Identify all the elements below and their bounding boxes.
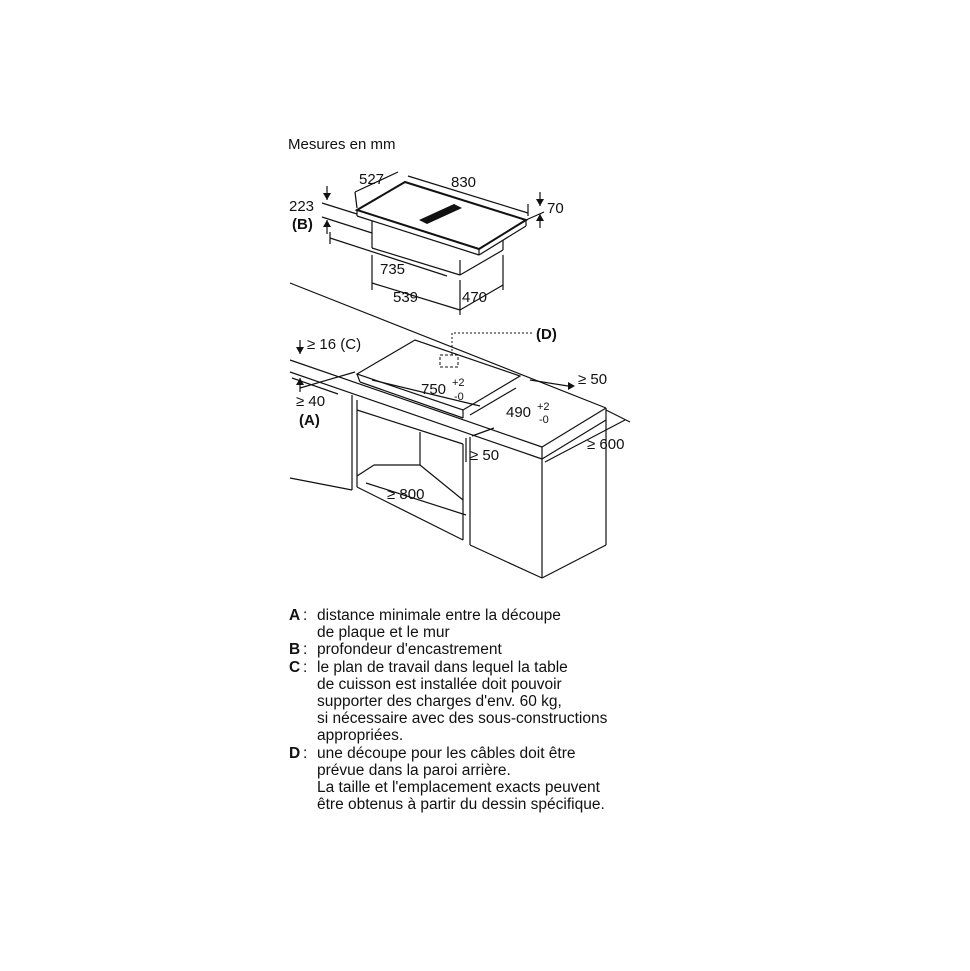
label-490-sup-plus: +2 bbox=[537, 401, 550, 413]
legend-item-b: B : profondeur d'encastrement bbox=[289, 641, 709, 658]
label-a40: ≥ 40 bbox=[296, 393, 325, 410]
legend-line: le plan de travail dans lequel la table bbox=[317, 658, 568, 676]
legend-line: distance minimale entre la découpe bbox=[317, 607, 561, 624]
legend-sep: : bbox=[303, 744, 308, 762]
label-b: (B) bbox=[292, 216, 313, 233]
legend-line: une découpe pour les câbles doit être bbox=[317, 744, 576, 762]
legend-sep: : bbox=[303, 641, 308, 659]
label-750-sup-plus: +2 bbox=[452, 377, 465, 389]
label-539: 539 bbox=[393, 289, 418, 306]
label-735: 735 bbox=[380, 261, 405, 278]
label-470: 470 bbox=[462, 289, 487, 306]
legend-line: supporter des charges d'env. 60 kg, bbox=[317, 693, 562, 711]
label-ge50-front: ≥ 50 bbox=[470, 447, 499, 464]
legend-text: profondeur d'encastrement bbox=[317, 641, 709, 658]
label-d: (D) bbox=[536, 326, 557, 343]
legend-item-a: A : distance minimale entre la découpe d… bbox=[289, 607, 709, 641]
legend: A : distance minimale entre la découpe d… bbox=[289, 607, 709, 813]
legend-line: être obtenus à partir du dessin spécifiq… bbox=[317, 796, 605, 814]
legend-text: distance minimale entre la découpe de pl… bbox=[317, 607, 709, 641]
label-830: 830 bbox=[451, 174, 476, 191]
label-a: (A) bbox=[299, 412, 320, 429]
legend-sep: : bbox=[303, 607, 308, 624]
label-c16: ≥ 16 (C) bbox=[307, 336, 361, 353]
legend-key: C bbox=[289, 658, 301, 676]
label-750-sup-minus: -0 bbox=[454, 391, 464, 403]
legend-line: profondeur d'encastrement bbox=[317, 641, 502, 659]
legend-line: prévue dans la paroi arrière. bbox=[317, 761, 511, 779]
legend-text: le plan de travail dans lequel la table … bbox=[317, 659, 709, 745]
label-490-sup-minus: -0 bbox=[539, 414, 549, 426]
legend-item-d: D : une découpe pour les câbles doit êtr… bbox=[289, 745, 709, 814]
label-223: 223 bbox=[289, 198, 314, 215]
legend-sep: : bbox=[303, 658, 308, 676]
label-70: 70 bbox=[547, 200, 564, 217]
hob-dimensions bbox=[321, 171, 545, 315]
label-490: 490 bbox=[506, 404, 531, 421]
legend-item-c: C : le plan de travail dans lequel la ta… bbox=[289, 659, 709, 745]
legend-line: de cuisson est installée doit pouvoir bbox=[317, 675, 562, 693]
legend-text: une découpe pour les câbles doit être pr… bbox=[317, 745, 709, 814]
label-ge800: ≥ 800 bbox=[387, 486, 424, 503]
legend-line: si nécessaire avec des sous-construction… bbox=[317, 710, 608, 728]
legend-line: de plaque et le mur bbox=[317, 624, 450, 642]
label-ge50-right: ≥ 50 bbox=[578, 371, 607, 388]
title: Mesures en mm bbox=[288, 136, 396, 153]
worktop-drawing bbox=[289, 282, 607, 579]
legend-key: D bbox=[289, 744, 301, 762]
label-750: 750 bbox=[421, 381, 446, 398]
label-527: 527 bbox=[359, 171, 384, 188]
legend-key: B bbox=[289, 641, 301, 659]
legend-key: A bbox=[289, 607, 301, 624]
label-ge600: ≥ 600 bbox=[587, 436, 624, 453]
legend-line: appropriées. bbox=[317, 727, 404, 745]
worktop-dimensions bbox=[291, 332, 631, 516]
legend-line: La taille et l'emplacement exacts peuven… bbox=[317, 779, 600, 797]
